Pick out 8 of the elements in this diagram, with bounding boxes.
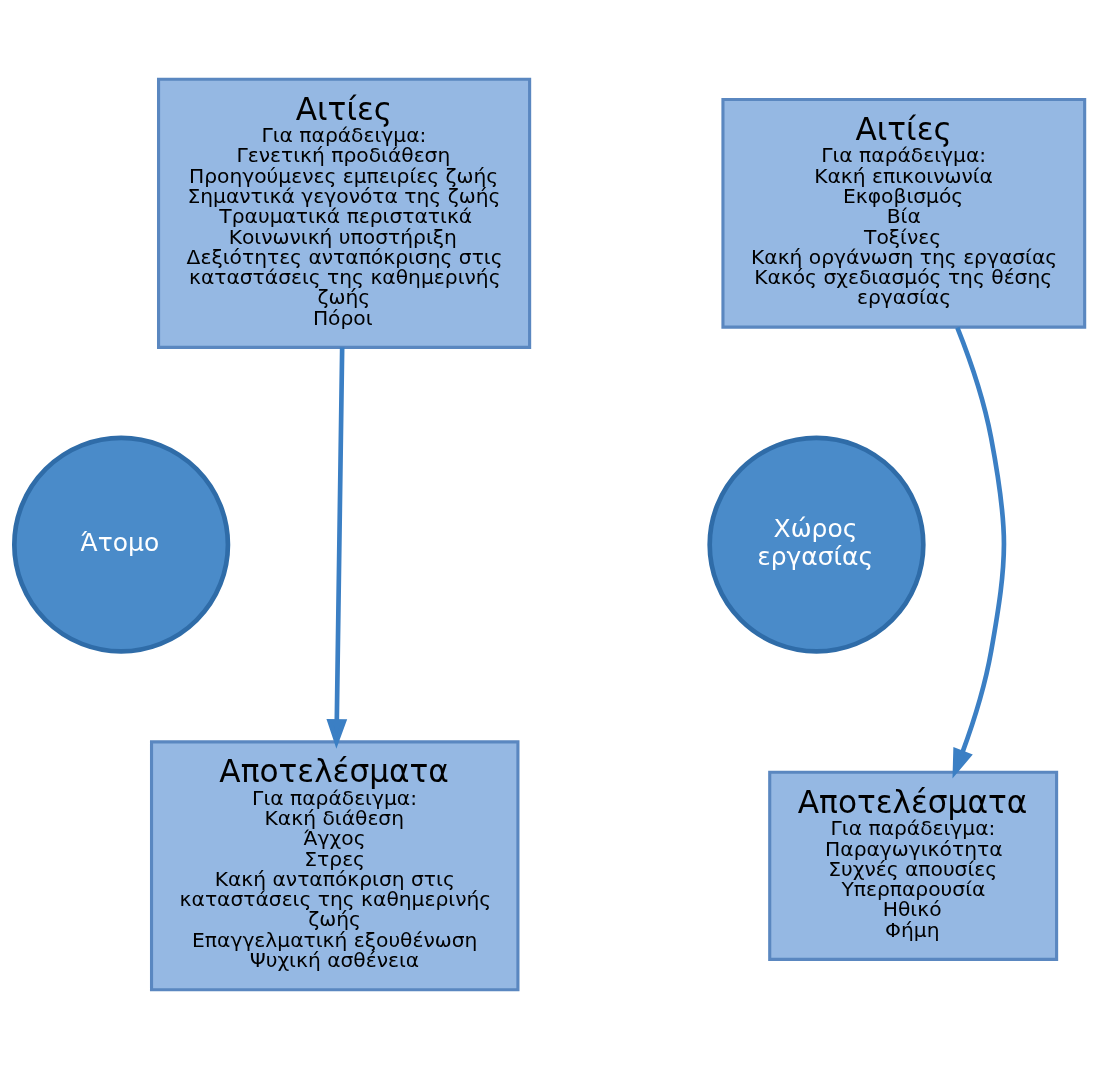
node-box: Αιτίες Για παράδειγμα: Κακή επικοινωνία Εκφοβισμός Βία Τοξίνες Κακή οργάνωση της εργασίας Κακός σχεδιασμός της θέσης εργασίας — [721, 97, 1087, 329]
node-circle: Άτομο — [12, 435, 231, 654]
arrow — [326, 346, 348, 749]
node-circle: Χώρος εργασίας — [707, 435, 926, 654]
node-box: Αποτελέσματα Για παράδειγμα: Παραγωγικότητα Συχνές απουσίες Υπερπαρουσία Ηθικό Φήμη — [768, 770, 1059, 961]
node-box: Αποτελέσματα Για παράδειγμα: Κακή διάθεση Άγχος Στρες Κακή ανταπόκριση στις καταστάσεις της καθημερινής ζωής Επαγγελματική εξουθένωση Ψυχική ασθένεια — [149, 739, 520, 991]
node-box: Αιτίες Για παράδειγμα: Γενετική προδιάθεση Προηγούμενες εμπειρίες ζωής Σημαντικά γεγονότα της ζωής Τραυματικά περιστατικά Κοινωνική υποστήριξη Δεξιότητες ανταπόκρισης στις καταστάσεις της καθημερινής ζωής Πόροι — [157, 77, 532, 349]
arrow — [952, 326, 1007, 779]
